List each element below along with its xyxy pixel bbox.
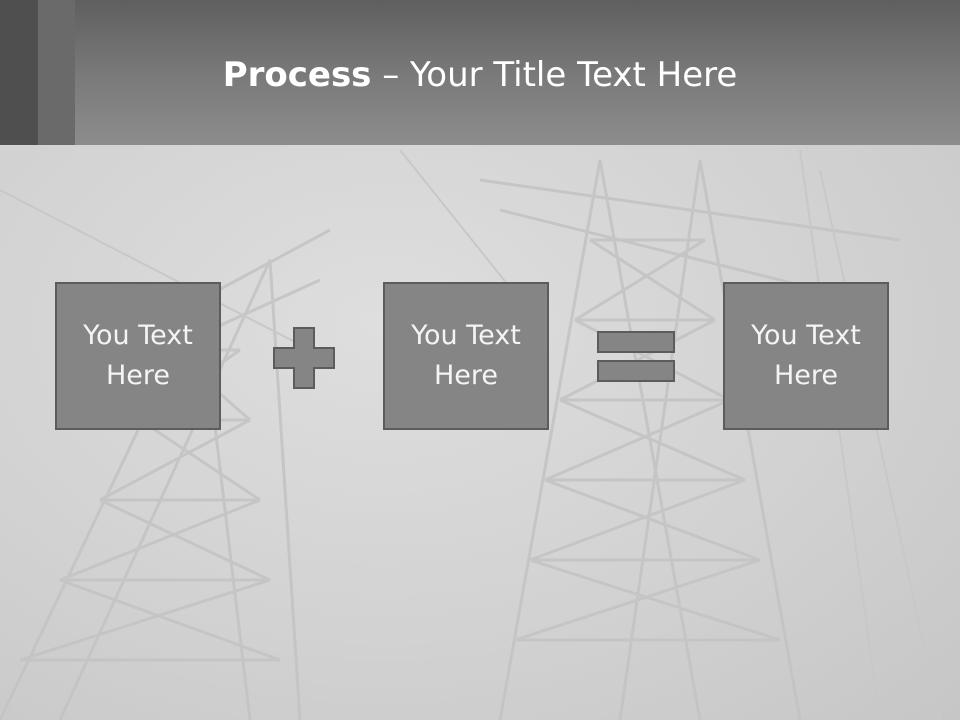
equals-icon [597,331,675,382]
process-box-3-text: You Text Here [751,316,861,396]
plus-icon [273,327,335,389]
process-box-2[interactable]: You Text Here [383,282,549,430]
process-box-2-line2: Here [433,360,499,391]
slide-title: Process – Your Title Text Here [75,52,885,98]
process-box-2-text: You Text Here [411,316,521,396]
process-box-2-line1: You Text [411,320,521,351]
process-box-1-text: You Text Here [83,316,193,396]
title-rest: – Your Title Text Here [371,55,738,95]
process-box-1-line2: Here [105,360,171,391]
title-bar: Process – Your Title Text Here [0,0,960,145]
process-box-3-line2: Here [773,360,839,391]
accent-strip-dark [0,0,38,145]
title-bold: Process [222,55,372,95]
accent-strip-medium [38,0,75,145]
process-box-3-line1: You Text [751,320,861,351]
process-box-1-line1: You Text [83,320,193,351]
process-box-1[interactable]: You Text Here [55,282,221,430]
process-box-3[interactable]: You Text Here [723,282,889,430]
